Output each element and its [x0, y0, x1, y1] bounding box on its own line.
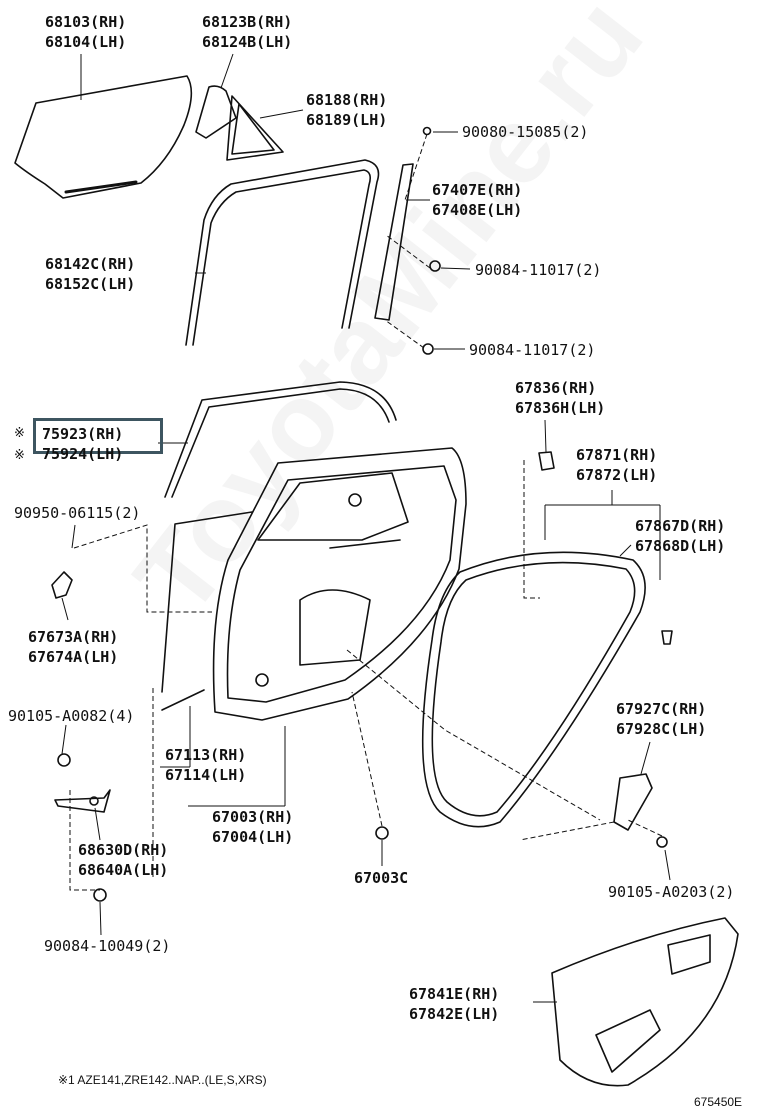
label-90105-a0082: 90105-A0082(4) — [8, 707, 135, 725]
label-75923: 75923(RH)75924(LH) — [42, 425, 124, 463]
quarter-frame-part — [226, 95, 284, 161]
label-68142c: 68142C(RH)68152C(LH) — [45, 255, 136, 293]
label-67867d: 67867D(RH)67868D(LH) — [635, 517, 726, 555]
label-68123b: 68123B(RH)68124B(LH) — [202, 13, 293, 51]
run-channel-part — [185, 159, 380, 346]
label-67871: 67871(RH)67872(LH) — [576, 446, 658, 484]
highlight-box — [33, 418, 163, 454]
door-weatherstrip-part — [421, 551, 646, 828]
label-90080-15085: 90080-15085(2) — [462, 123, 589, 141]
footnote: ※1 AZE141,ZRE142..NAP..(LE,S,XRS) — [58, 1073, 267, 1087]
label-90950-06115: 90950-06115(2) — [14, 504, 141, 522]
label-67407e: 67407E(RH)67408E(LH) — [432, 181, 523, 219]
door-check-part — [54, 789, 111, 813]
note-mark-2: ※ — [14, 448, 25, 463]
upper-weatherstrip-part — [164, 381, 397, 498]
division-bar-part — [374, 163, 414, 321]
label-67841e: 67841E(RH)67842E(LH) — [409, 985, 500, 1023]
note-mark-1: ※ — [14, 426, 25, 441]
label-90105-a0203: 90105-A0203(2) — [608, 883, 735, 901]
label-67927c: 67927C(RH)67928C(LH) — [616, 700, 707, 738]
label-67836: 67836(RH)67836H(LH) — [515, 379, 606, 417]
label-68630d: 68630D(RH)68640A(LH) — [78, 841, 169, 879]
service-hole-cover-part — [551, 917, 739, 1087]
label-90084-11017-a: 90084-11017(2) — [475, 261, 602, 279]
label-68188: 68188(RH)68189(LH) — [306, 91, 388, 129]
label-90084-11017-b: 90084-11017(2) — [469, 341, 596, 359]
label-67003: 67003(RH)67004(LH) — [212, 808, 294, 846]
door-glass-part — [14, 75, 193, 199]
clip-part — [538, 451, 555, 471]
quarter-glass-part — [195, 85, 237, 139]
label-67113: 67113(RH)67114(LH) — [165, 746, 247, 784]
bracket-part — [51, 571, 73, 599]
label-90084-10049: 90084-10049(2) — [44, 937, 171, 955]
illustration-id: 675450E — [694, 1095, 743, 1109]
label-67003c: 67003C — [354, 869, 409, 887]
label-68103: 68103(RH)68104(LH) — [45, 13, 127, 51]
label-67673a: 67673A(RH)67674A(LH) — [28, 628, 119, 666]
door-panel-part — [212, 447, 467, 721]
